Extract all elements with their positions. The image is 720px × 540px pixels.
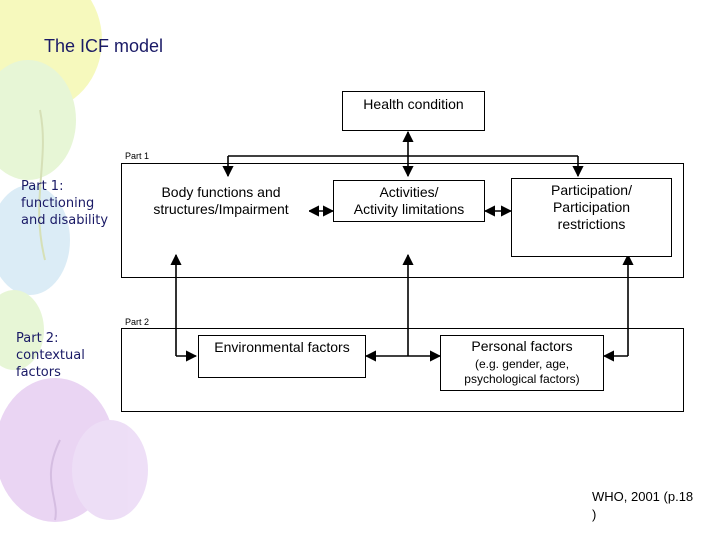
part2-side-label: Part 2: contextual factors — [16, 331, 85, 380]
environmental-label: Environmental factors — [214, 339, 350, 355]
blue-balloon-shape — [0, 185, 70, 295]
health-condition-label: Health condition — [363, 96, 464, 112]
health-condition-box: Health condition — [342, 91, 485, 131]
participation-box: Participation/ Participation restriction… — [511, 178, 672, 257]
slide-title: The ICF model — [44, 36, 164, 56]
personal-label: Personal factors — [471, 338, 573, 354]
activities-label: Activities/ Activity limitations — [353, 184, 465, 217]
citation: WHO, 2001 (p.18 ) — [592, 489, 694, 522]
environmental-box: Environmental factors — [198, 335, 366, 378]
participation-label: Participation/ Participation restriction… — [551, 182, 632, 232]
body-functions-box: Body functions and structures/Impairment — [133, 180, 309, 222]
purple-balloon-small-shape — [72, 420, 148, 520]
balloon-string — [38, 109, 46, 261]
green-balloon-shape — [0, 60, 76, 180]
balloon-string-2 — [50, 439, 61, 521]
personal-box: Personal factors (e.g. gender, age, psyc… — [440, 335, 604, 391]
green-balloon-small-shape — [0, 290, 44, 370]
part2-frame — [121, 328, 684, 412]
body-functions-label: Body functions and structures/Impairment — [153, 184, 289, 217]
personal-note: (e.g. gender, age, psychological factors… — [464, 357, 580, 386]
part2-tag: Part 2 — [125, 317, 150, 327]
activities-box: Activities/ Activity limitations — [333, 180, 485, 222]
part1-tag: Part 1 — [125, 151, 150, 161]
part1-side-label: Part 1: functioning and disability — [21, 179, 109, 228]
